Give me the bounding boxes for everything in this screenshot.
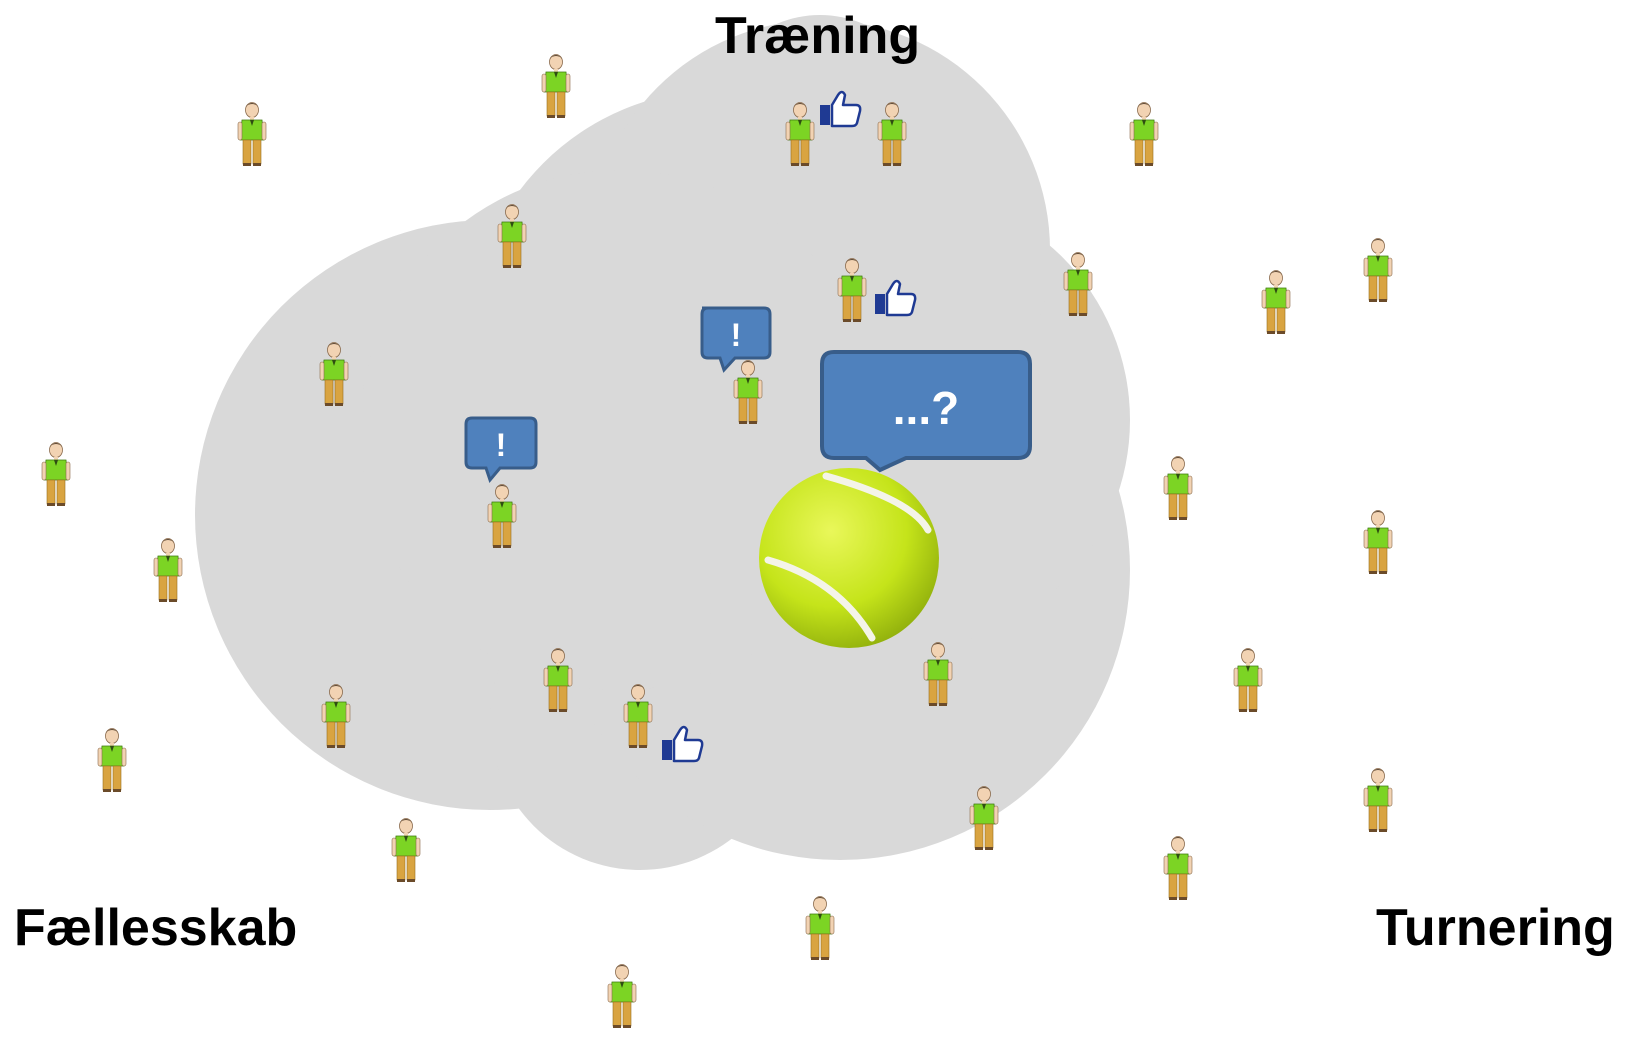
- person-icon: [237, 102, 267, 167]
- label-training: Træning: [715, 7, 921, 65]
- person-icon: [1129, 102, 1159, 167]
- exclaim-text-1: !: [731, 317, 742, 353]
- person-icon: [541, 54, 571, 119]
- person-icon: [97, 728, 127, 793]
- person-icon: [1163, 456, 1193, 521]
- person-icon: [607, 964, 637, 1029]
- person-icon: [1163, 836, 1193, 901]
- tennis-ball-icon: [759, 468, 939, 648]
- person-icon: [1261, 270, 1291, 335]
- exclaim-bubble-2: !: [464, 416, 538, 484]
- question-bubble: ...?: [820, 350, 1032, 473]
- label-tournament: Turnering: [1376, 899, 1615, 957]
- person-icon: [153, 538, 183, 603]
- exclaim-text-2: !: [496, 427, 507, 463]
- person-icon: [1363, 238, 1393, 303]
- person-icon: [805, 896, 835, 961]
- person-icon: [41, 442, 71, 507]
- question-text: ...?: [893, 382, 959, 434]
- person-icon: [1233, 648, 1263, 713]
- label-community: Fællesskab: [14, 899, 298, 957]
- person-icon: [1363, 510, 1393, 575]
- person-icon: [391, 818, 421, 883]
- exclaim-bubble-1: !: [700, 306, 772, 373]
- person-icon: [1363, 768, 1393, 833]
